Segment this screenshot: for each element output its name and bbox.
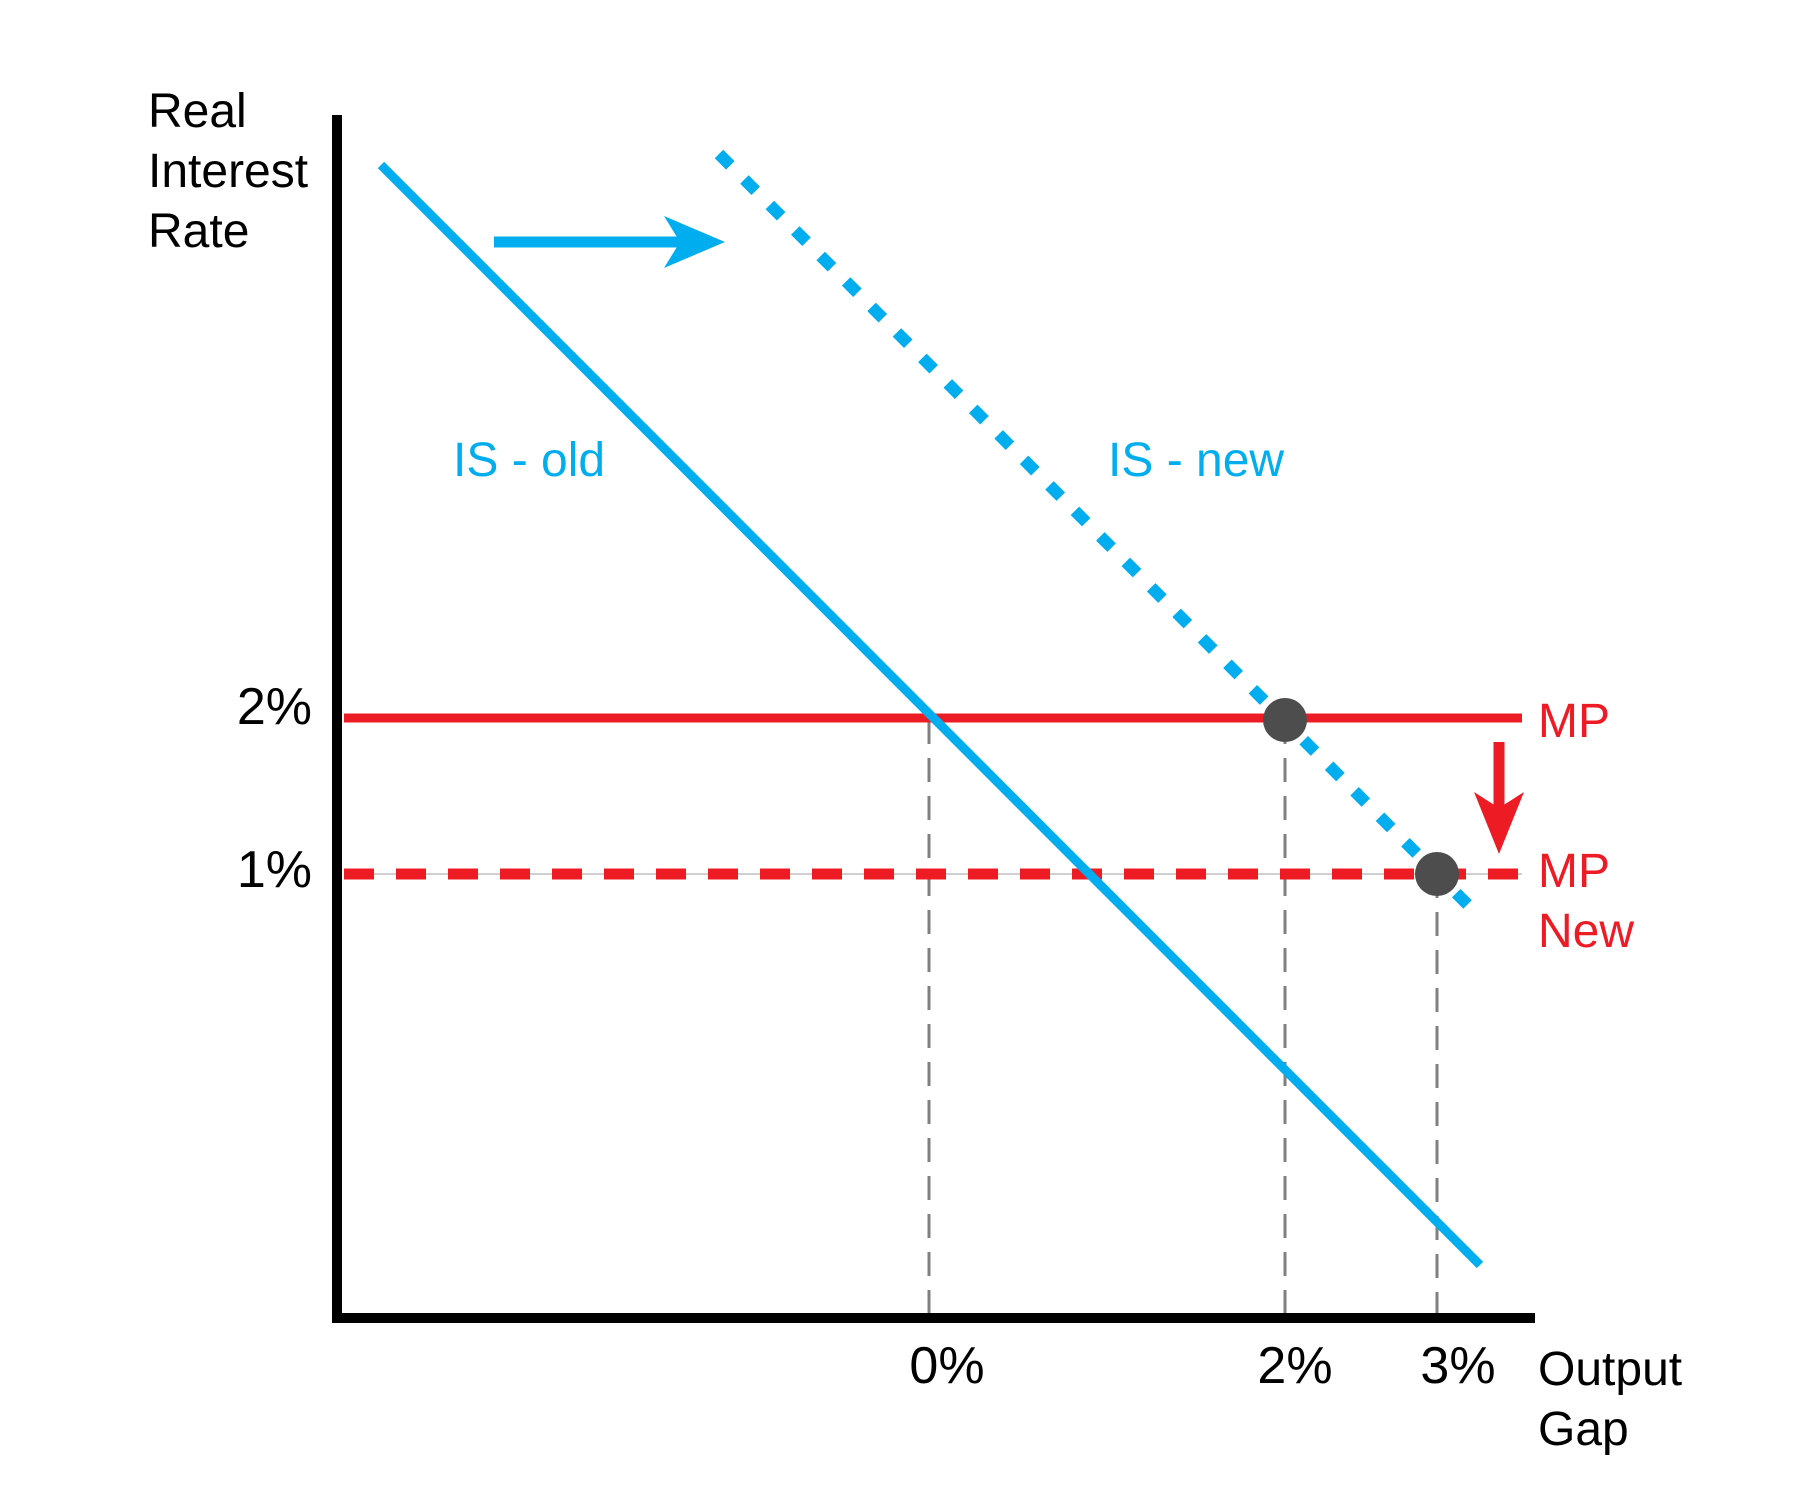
equilibrium-point-new: [1415, 852, 1459, 896]
is-shift-arrow-icon: [494, 216, 725, 268]
y-axis-label-line2: Interest: [148, 145, 308, 198]
is-new-line: [714, 149, 1480, 917]
x-axis-label-line2: Gap: [1538, 1403, 1629, 1456]
is-old-line: [377, 161, 1484, 1269]
mp-shift-arrow-icon: [1474, 742, 1524, 854]
y-tick-1: 1%: [237, 841, 312, 899]
equilibrium-point-old: [1263, 698, 1307, 742]
is-old-label: IS - old: [453, 434, 605, 487]
mp-label: MP: [1538, 695, 1610, 748]
is-new-label: IS - new: [1108, 434, 1284, 487]
x-axis-label-line1: Output: [1538, 1343, 1682, 1396]
x-tick-3: 3%: [1420, 1337, 1495, 1395]
y-axis-label-line3: Rate: [148, 205, 249, 258]
y-axis-label-line1: Real: [148, 85, 247, 138]
y-tick-2: 2%: [237, 678, 312, 736]
x-tick-2: 2%: [1257, 1337, 1332, 1395]
mp-new-label-line2: New: [1538, 905, 1634, 958]
mp-new-label-line1: MP: [1538, 845, 1610, 898]
x-tick-0: 0%: [909, 1337, 984, 1395]
